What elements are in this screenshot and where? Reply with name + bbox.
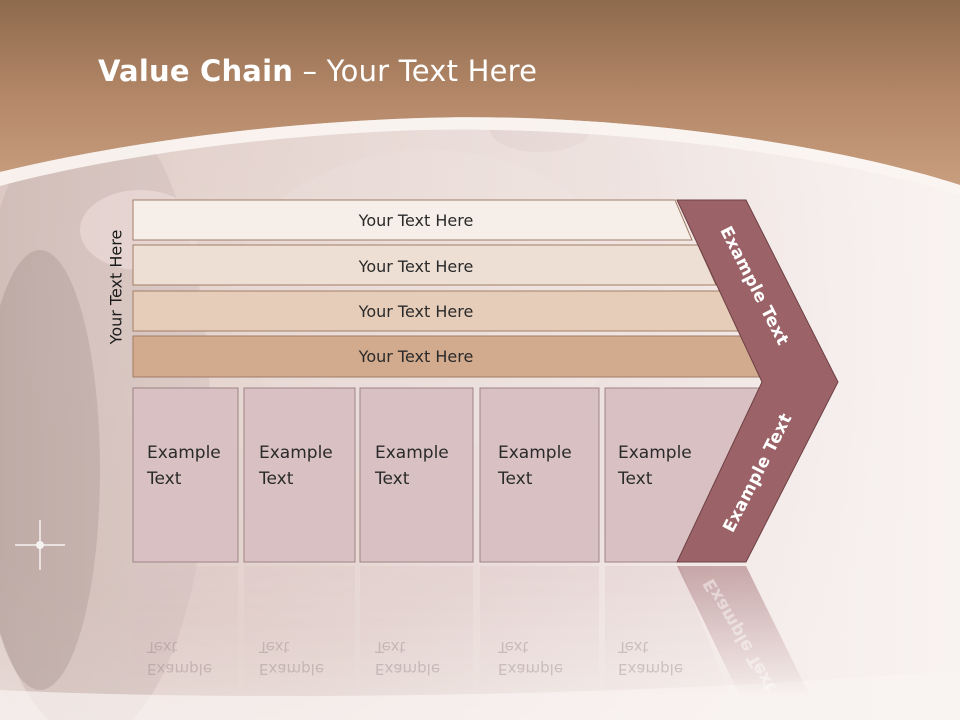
box-2 <box>243 387 356 563</box>
slide-title: Value Chain – Your Text Here <box>98 54 537 94</box>
reflection-label-5-line1: Example <box>618 660 684 678</box>
box-label-2-line2: Text <box>259 469 294 489</box>
box-label-2-line1: Example <box>259 443 333 463</box>
box-label-4-line1: Example <box>498 443 572 463</box>
value-chain-chevron <box>676 199 839 563</box>
reflection-label-1-line1: Example <box>147 660 213 678</box>
band-label-1: Your Text Here <box>358 210 474 230</box>
band-2 <box>132 244 717 286</box>
box-label-1-line1: Example <box>147 443 221 463</box>
reflection-label-4-line2: Text <box>498 638 529 656</box>
box-label-5-line2: Text <box>618 469 653 489</box>
box-label-3-line2: Text <box>375 469 410 489</box>
band-label-3: Your Text Here <box>358 301 474 321</box>
reflection-label-4-line1: Example <box>498 660 564 678</box>
box-label-3: Example Text <box>375 440 449 492</box>
value-chain-bands <box>132 199 763 378</box>
reflection-label-3-line1: Example <box>375 660 441 678</box>
reflection-label-5-line2: Text <box>618 638 649 656</box>
box-label-1: Example Text <box>147 440 221 492</box>
reflection-label-2-line1: Example <box>259 660 325 678</box>
vertical-label-text: Your Text Here <box>106 229 126 345</box>
reflection-label-2: Example Text <box>259 636 324 680</box>
reflection-label-5: Example Text <box>618 636 683 680</box>
box-3 <box>359 387 474 563</box>
box-label-5: Example Text <box>618 440 692 492</box>
reflection-label-1: Example Text <box>147 636 212 680</box>
title-bold: Value Chain <box>98 54 294 88</box>
reflection-label-3-line2: Text <box>375 638 406 656</box>
sparkle-icon <box>15 520 65 570</box>
box-label-2: Example Text <box>259 440 333 492</box>
band-1 <box>132 199 693 241</box>
box-label-4-line2: Text <box>498 469 533 489</box>
value-chain-boxes <box>132 387 763 563</box>
box-1 <box>132 387 239 563</box>
reflection-label-4: Example Text <box>498 636 563 680</box>
box-label-1-line2: Text <box>147 469 182 489</box>
reflection-label-2-line2: Text <box>259 638 290 656</box>
band-label-2: Your Text Here <box>358 256 474 276</box>
band-label-4: Your Text Here <box>358 346 474 366</box>
box-label-4: Example Text <box>498 440 572 492</box>
box-4 <box>479 387 600 563</box>
title-rest: – Your Text Here <box>293 54 538 88</box>
reflection-label-1-line2: Text <box>147 638 178 656</box>
box-label-3-line1: Example <box>375 443 449 463</box>
reflection-label-3: Example Text <box>375 636 440 680</box>
box-label-5-line1: Example <box>618 443 692 463</box>
reflection <box>133 566 810 696</box>
